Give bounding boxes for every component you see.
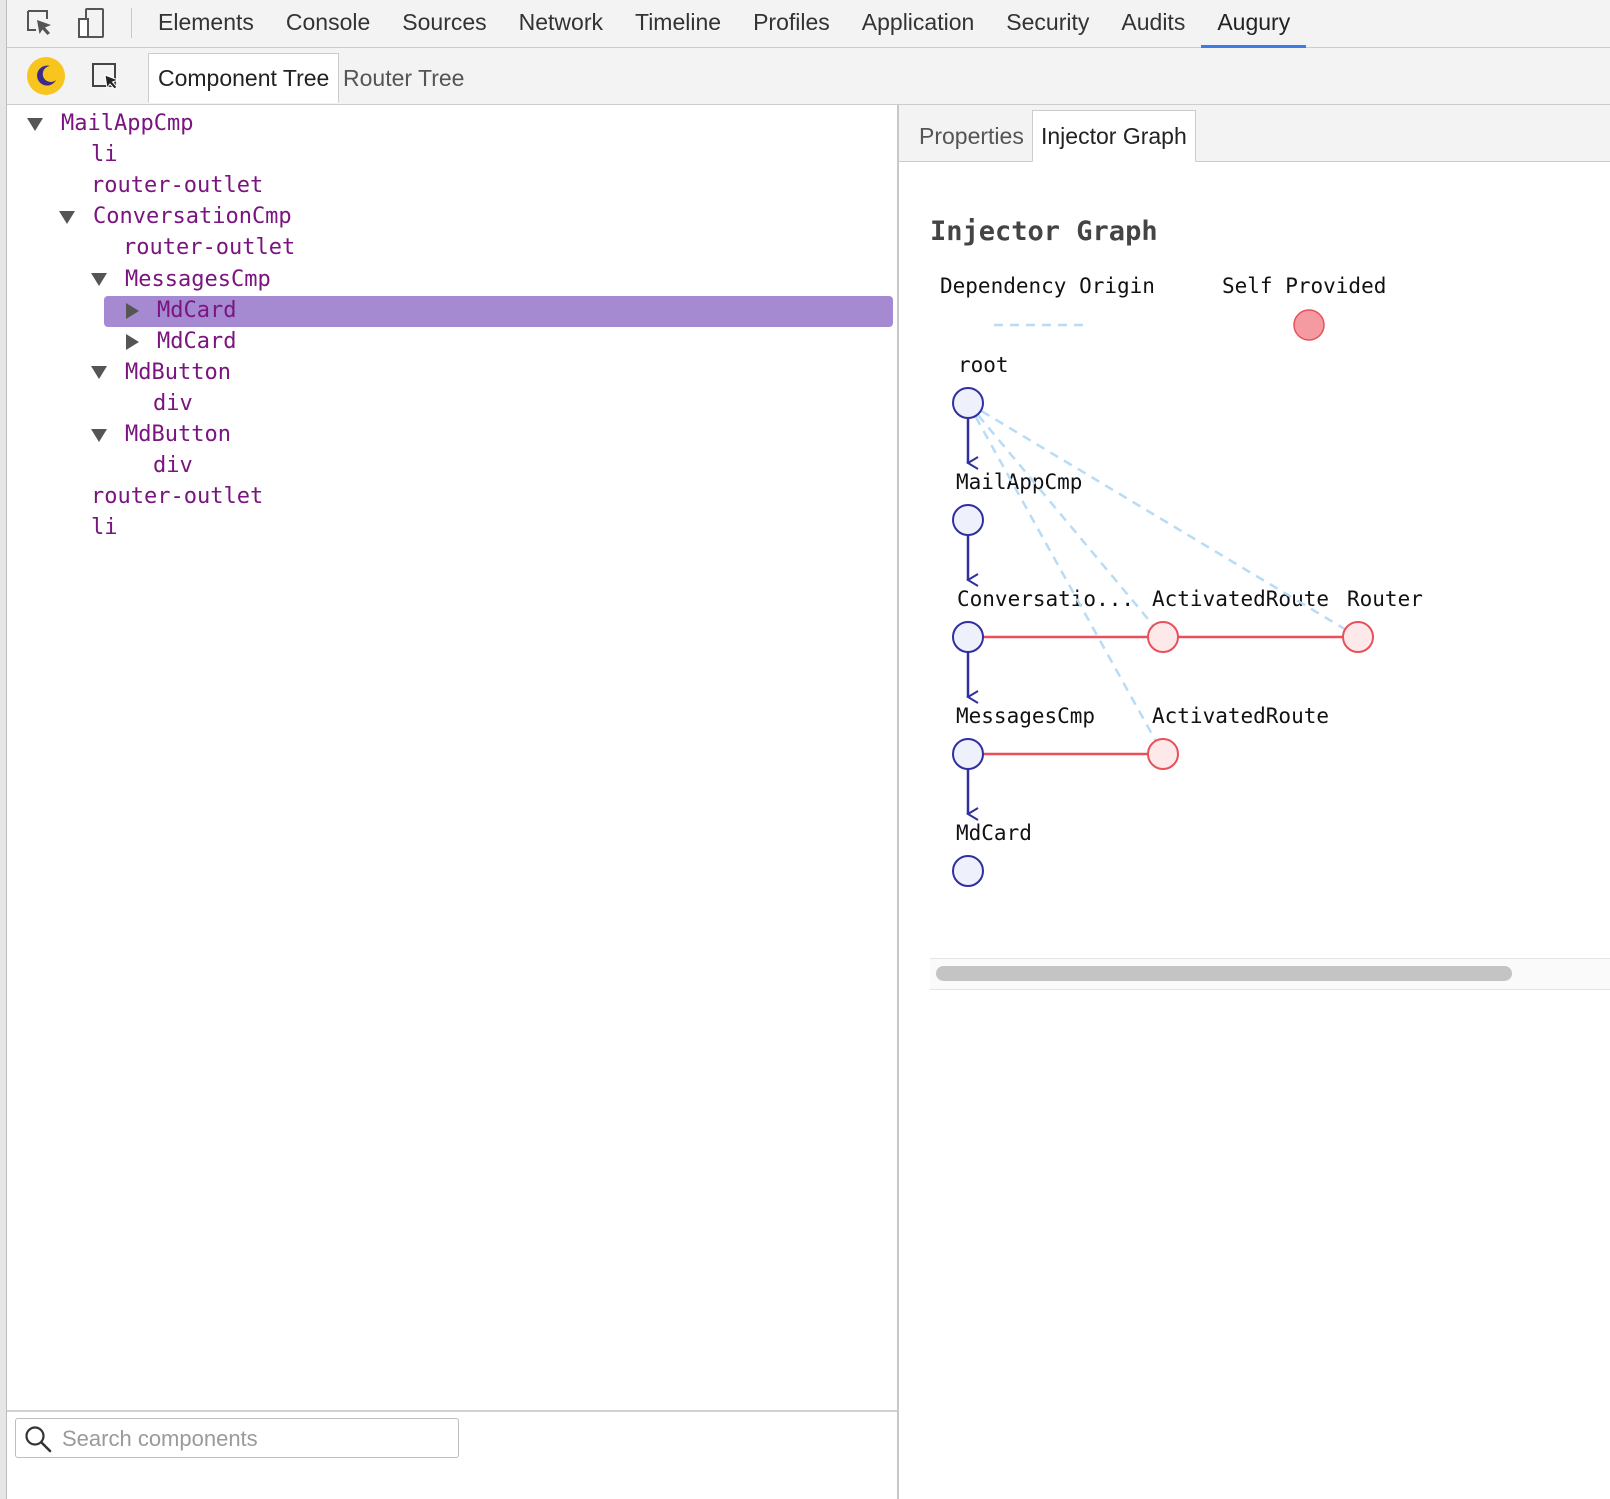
legend-self-provided-label: Self Provided xyxy=(1222,274,1387,298)
component-node xyxy=(952,504,984,536)
caret-down-icon[interactable] xyxy=(91,366,107,380)
component-node xyxy=(952,738,984,770)
window-edge xyxy=(0,0,7,1499)
node-label-activatedroute: ActivatedRoute xyxy=(1152,587,1330,611)
tree-node-label: div xyxy=(153,390,193,416)
tree-node[interactable]: MailAppCmp xyxy=(27,108,193,139)
tab-timeline[interactable]: Timeline xyxy=(635,9,722,35)
component-node xyxy=(952,855,984,887)
tree-node-label: MdButton xyxy=(125,359,231,385)
search-box[interactable] xyxy=(15,1418,459,1458)
tree-node-label: MdCard xyxy=(157,328,237,354)
dependency-lines xyxy=(966,401,1359,755)
tree-node-label: MdCard xyxy=(157,297,237,323)
tree-node[interactable]: router-outlet xyxy=(123,232,295,263)
selected-row-highlight xyxy=(104,296,893,327)
details-tabs: Properties Injector Graph xyxy=(899,105,1610,162)
tree-node-label: li xyxy=(91,515,118,541)
tab-injector-graph[interactable]: Injector Graph xyxy=(1032,110,1196,162)
provider-node xyxy=(1342,621,1374,653)
tree-node[interactable]: MdCard xyxy=(123,326,236,357)
tree-node[interactable]: li xyxy=(91,139,118,170)
tree-node[interactable]: MessagesCmp xyxy=(91,264,271,295)
node-label-mdcard: MdCard xyxy=(956,821,1032,845)
provider-node xyxy=(1147,621,1179,653)
tree-node-label: MessagesCmp xyxy=(125,266,271,292)
caret-down-icon[interactable] xyxy=(27,117,43,131)
tree-node-label: router-outlet xyxy=(123,235,296,261)
node-label-root: root xyxy=(958,353,1009,377)
tab-properties[interactable]: Properties xyxy=(919,122,1024,149)
component-node xyxy=(952,621,984,653)
tree-node-label: li xyxy=(91,142,118,168)
provider-lines xyxy=(983,635,1343,756)
tree-node[interactable]: div xyxy=(153,450,193,481)
tree-node-label: MailAppCmp xyxy=(61,111,194,136)
tree-node[interactable]: router-outlet xyxy=(91,170,263,201)
devtools-tabs: Elements Console Sources Network Timelin… xyxy=(142,0,1307,48)
search-bar xyxy=(7,1410,897,1499)
tree-node[interactable]: MdButton xyxy=(91,357,231,388)
tab-console[interactable]: Console xyxy=(285,9,371,35)
tab-sources[interactable]: Sources xyxy=(402,9,487,35)
legend-dependency-origin-label: Dependency Origin xyxy=(940,274,1155,298)
scrollbar-thumb[interactable] xyxy=(936,966,1512,981)
tree-node-label: router-outlet xyxy=(91,484,264,510)
search-input[interactable] xyxy=(60,1421,454,1457)
graph-nodes xyxy=(952,387,1374,887)
tree-node-label: div xyxy=(153,453,193,479)
tree-node[interactable]: MdCard xyxy=(123,295,236,326)
tab-augury[interactable]: Augury xyxy=(1201,0,1307,48)
caret-down-icon[interactable] xyxy=(59,210,75,224)
tree-node[interactable]: router-outlet xyxy=(91,481,263,512)
tab-network[interactable]: Network xyxy=(518,9,603,35)
tree-node[interactable]: li xyxy=(91,512,118,543)
tab-application[interactable]: Application xyxy=(861,9,975,35)
tree-node-label: router-outlet xyxy=(91,173,264,199)
caret-down-icon[interactable] xyxy=(91,428,107,442)
tree-node-label: ConversationCmp xyxy=(93,204,292,230)
pane-divider[interactable] xyxy=(897,105,899,1499)
graph-title: Injector Graph xyxy=(930,216,1158,247)
toolbar-separator xyxy=(131,8,132,38)
component-node xyxy=(952,387,984,419)
dependency-line xyxy=(966,402,1165,755)
tab-component-tree[interactable]: Component Tree xyxy=(148,53,340,103)
graph-horizontal-scrollbar[interactable] xyxy=(930,958,1610,990)
tree-node-label: MdButton xyxy=(125,422,231,447)
tree-node[interactable]: MdButton xyxy=(91,419,231,450)
node-label-router: Router xyxy=(1347,587,1423,611)
tree-node[interactable]: ConversationCmp xyxy=(59,201,292,232)
tab-router-tree[interactable]: Router Tree xyxy=(343,64,465,91)
legend-self-provided-dot xyxy=(1293,309,1325,341)
node-label-conversationcmp: Conversatio... xyxy=(957,587,1135,611)
node-label-mailappcmp: MailAppCmp xyxy=(956,470,1083,494)
caret-right-icon[interactable] xyxy=(126,333,139,350)
tab-profiles[interactable]: Profiles xyxy=(753,9,830,35)
tab-security[interactable]: Security xyxy=(1006,9,1090,35)
node-label-activatedroute-2: ActivatedRoute xyxy=(1152,704,1330,728)
caret-right-icon[interactable] xyxy=(126,302,139,319)
provider-node xyxy=(1147,738,1179,770)
tab-audits[interactable]: Audits xyxy=(1121,9,1186,35)
select-component-icon[interactable] xyxy=(89,60,123,94)
search-icon xyxy=(25,1426,52,1453)
device-mode-icon[interactable] xyxy=(74,6,108,40)
tree-node[interactable]: div xyxy=(153,388,193,419)
augury-toolbar: Component Tree Router Tree xyxy=(7,48,1610,105)
theme-toggle-button[interactable] xyxy=(27,57,65,95)
moon-icon xyxy=(37,65,56,86)
tab-elements[interactable]: Elements xyxy=(158,9,254,35)
node-label-messagescmp: MessagesCmp xyxy=(956,704,1096,728)
devtools-toolbar: Elements Console Sources Network Timelin… xyxy=(7,0,1610,48)
caret-down-icon[interactable] xyxy=(91,273,107,286)
inspect-element-icon[interactable] xyxy=(23,6,57,40)
